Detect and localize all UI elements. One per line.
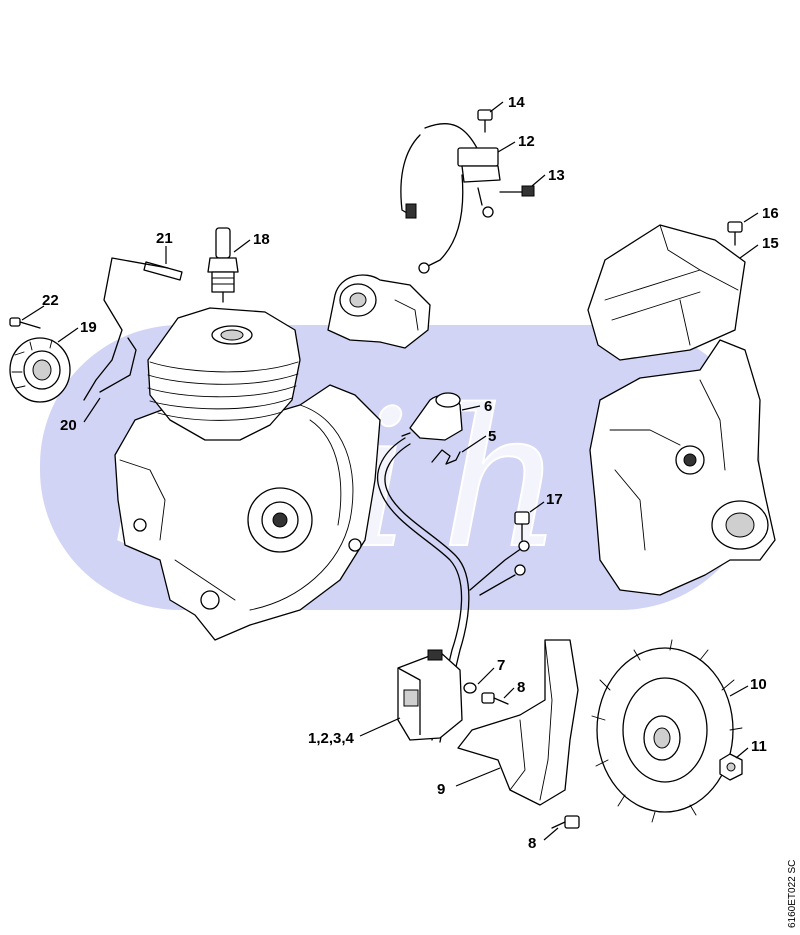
drawing-code: 6160ET022 SC xyxy=(787,860,798,928)
callouts: 14 12 13 16 15 21 18 22 19 20 6 5 17 7 8… xyxy=(42,94,779,852)
callout-5: 5 xyxy=(488,428,496,445)
wiring-harness-12 xyxy=(400,123,501,274)
crankcase-half-right xyxy=(589,339,776,596)
spring-5 xyxy=(431,449,461,465)
ignition-lead xyxy=(376,437,470,743)
crankcase-housing xyxy=(114,384,381,641)
screw-17 xyxy=(514,511,530,541)
oil-seal-19 xyxy=(9,337,71,403)
switch-housing xyxy=(327,274,431,349)
screw-14 xyxy=(477,109,493,133)
cylinder xyxy=(147,307,301,441)
callout-15: 15 xyxy=(762,235,779,252)
screw-16 xyxy=(727,221,743,246)
callout-18: 18 xyxy=(253,231,270,248)
ignition-module xyxy=(397,649,463,741)
plug-boot-6 xyxy=(401,392,463,441)
callout-14: 14 xyxy=(508,94,525,111)
callout-21: 21 xyxy=(156,230,173,247)
callout-10: 10 xyxy=(750,676,767,693)
callout-1-2-3-4: 1,2,3,4 xyxy=(308,730,355,747)
callout-19: 19 xyxy=(80,319,97,336)
callout-17: 17 xyxy=(546,491,563,508)
nut-11 xyxy=(719,753,743,781)
callout-9: 9 xyxy=(437,781,445,798)
screw-8-lower xyxy=(551,815,580,829)
spark-plug xyxy=(207,227,239,303)
callout-13: 13 xyxy=(548,167,565,184)
callout-16: 16 xyxy=(762,205,779,222)
washer-7 xyxy=(463,682,477,694)
bracket-9 xyxy=(457,639,579,806)
leader-lines xyxy=(21,101,759,841)
callout-20: 20 xyxy=(60,417,77,434)
screw-8-upper xyxy=(481,692,509,705)
callout-8-lower: 8 xyxy=(528,835,536,852)
rod-20 xyxy=(83,257,169,401)
callout-12: 12 xyxy=(518,133,535,150)
callout-8-upper: 8 xyxy=(517,679,525,696)
callout-22: 22 xyxy=(42,292,59,309)
flywheel-10 xyxy=(591,639,743,823)
screw-22 xyxy=(9,317,41,329)
connector-13 xyxy=(499,185,535,197)
ground-leads xyxy=(469,540,530,596)
callout-11: 11 xyxy=(751,738,767,755)
callout-6: 6 xyxy=(484,398,492,415)
callout-7: 7 xyxy=(497,657,505,674)
shroud-15 xyxy=(587,224,746,361)
pin-21 xyxy=(143,261,183,281)
